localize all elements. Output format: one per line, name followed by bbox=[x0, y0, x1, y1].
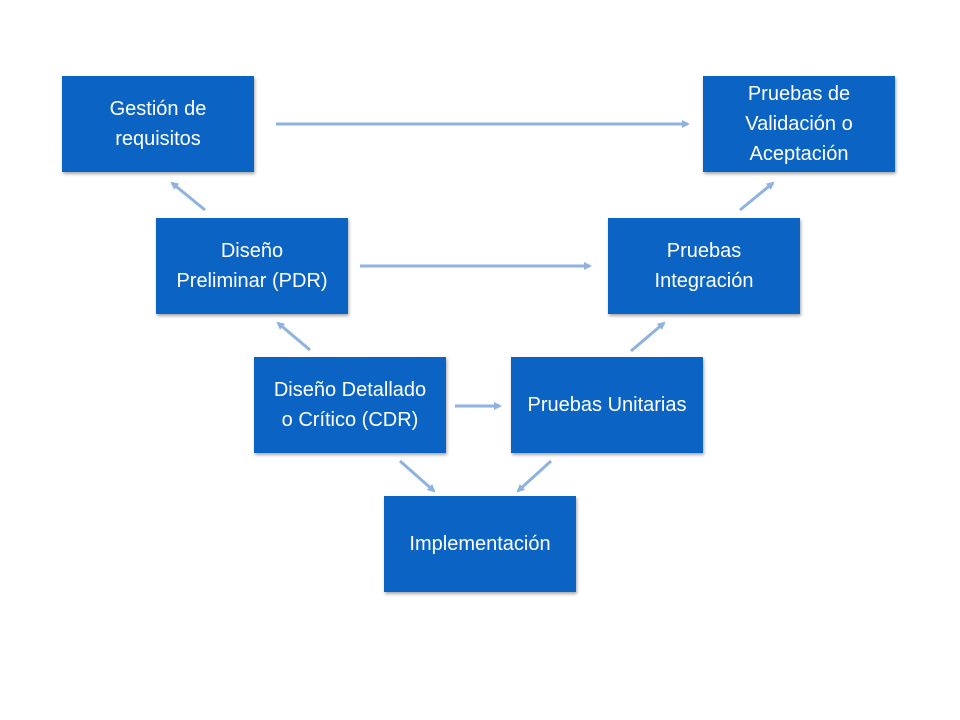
box-label-line: Pruebas Unitarias bbox=[527, 394, 687, 416]
box-gestion-de-requisitos: Gestión de requisitos bbox=[62, 76, 254, 172]
box-label-line: Preliminar (PDR) bbox=[176, 270, 328, 292]
box-label-line: Diseño Detallado bbox=[273, 379, 427, 401]
box-pruebas-integracion: Pruebas Integración bbox=[608, 218, 800, 314]
box-label-line: Gestión de bbox=[109, 98, 207, 120]
box-label-line: Pruebas bbox=[666, 240, 742, 262]
box-label-line: Aceptación bbox=[749, 143, 849, 165]
arrow-unitarias-to-integracion bbox=[630, 321, 666, 353]
box-implementacion: Implementación bbox=[384, 496, 576, 592]
box-label-line: Pruebas de bbox=[747, 83, 851, 105]
box-diseno-preliminar: Diseño Preliminar (PDR) bbox=[156, 218, 348, 314]
box-label-line: Integración bbox=[654, 270, 754, 292]
box-diseno-detallado: Diseño Detallado o Crítico (CDR) bbox=[254, 357, 446, 453]
arrow-unitarias-to-implementacion bbox=[516, 459, 553, 493]
box-label-line: requisitos bbox=[115, 128, 201, 150]
box-pruebas-de-validacion: Pruebas de Validación o Aceptación bbox=[703, 76, 895, 172]
arrow-pdr-to-gestion bbox=[170, 181, 206, 212]
box-label-line: Diseño bbox=[220, 240, 284, 262]
box-label-line: o Crítico (CDR) bbox=[281, 409, 419, 431]
arrow-integracion-to-validacion bbox=[739, 181, 775, 212]
box-label-line: Implementación bbox=[409, 533, 551, 555]
box-pruebas-unitarias: Pruebas Unitarias bbox=[511, 357, 703, 453]
box-label-line: Validación o bbox=[745, 113, 853, 135]
arrow-cdr-to-pdr bbox=[276, 321, 311, 352]
arrow-cdr-to-implementacion bbox=[399, 459, 436, 493]
